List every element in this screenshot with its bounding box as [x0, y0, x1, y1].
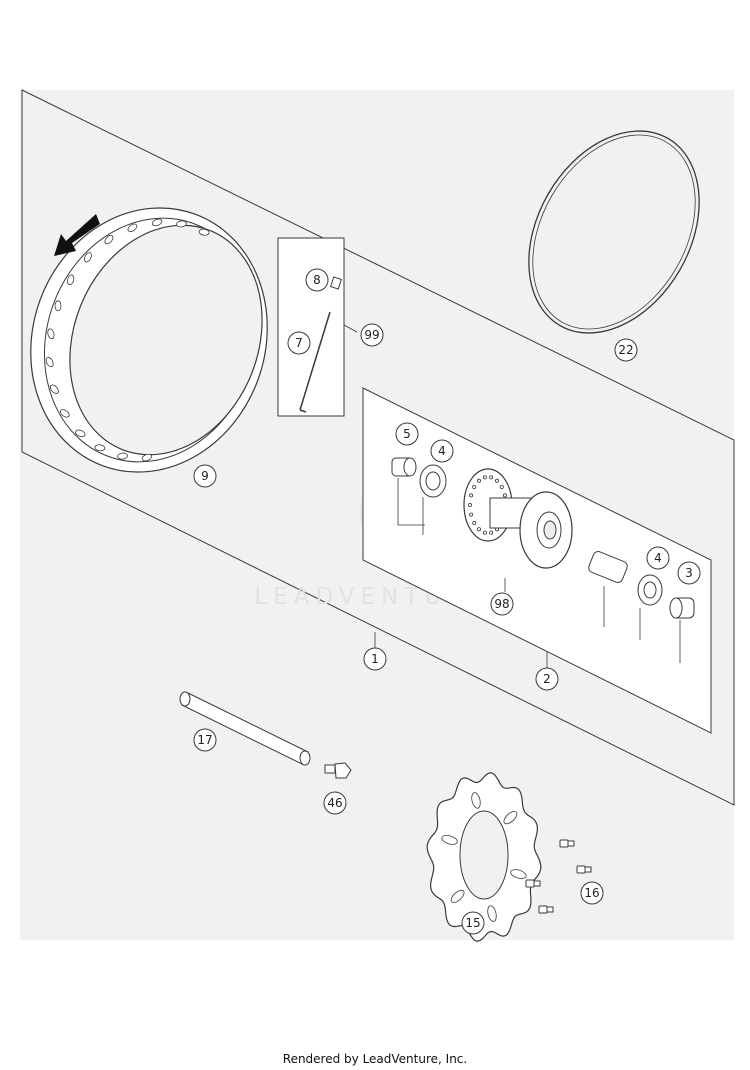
callout-1: 1 [363, 647, 387, 671]
callout-label: 99 [364, 328, 379, 342]
callout-label: 5 [403, 427, 411, 441]
callout-label: 4 [654, 551, 662, 565]
spoke-kit-box [277, 237, 345, 417]
spoke-nipple [330, 276, 342, 290]
bearing-left [419, 464, 447, 498]
axle-nut [324, 762, 352, 779]
callout-8: 8 [305, 268, 329, 292]
callout-label: 4 [438, 444, 446, 458]
rotation-direction-arrow [54, 214, 100, 256]
spacer-right [669, 597, 695, 619]
callout-label: 16 [584, 886, 599, 900]
spacer [391, 457, 417, 477]
bearing-right [637, 574, 663, 606]
callout-2: 2 [535, 667, 559, 691]
callout-label: 17 [197, 733, 212, 747]
callout-label: 22 [618, 343, 633, 357]
wheel-rim [30, 207, 268, 473]
callout-label: 1 [371, 652, 379, 666]
footer-credit: Rendered by LeadVenture, Inc. [282, 1052, 468, 1066]
callout-label: 9 [201, 469, 209, 483]
callout-98: 98 [490, 592, 514, 616]
callout-3: 3 [677, 561, 701, 585]
callout-9: 9 [193, 464, 217, 488]
wheel-axle [179, 691, 311, 766]
spoke [299, 311, 331, 413]
callout-label: 3 [685, 566, 693, 580]
callout-17: 17 [193, 728, 217, 752]
callout-label: 8 [313, 273, 321, 287]
callout-label: 7 [295, 336, 303, 350]
callout-15: 15 [461, 911, 485, 935]
callout-label: 46 [327, 796, 342, 810]
callout-5: 5 [395, 422, 419, 446]
callout-16: 16 [580, 881, 604, 905]
assembly-outline [21, 89, 735, 806]
callout-7: 7 [287, 331, 311, 355]
leader-99 [343, 324, 358, 333]
callout-label: 2 [543, 672, 551, 686]
wheel-hub [463, 468, 573, 569]
callout-label: 15 [465, 916, 480, 930]
rim-band [528, 130, 700, 334]
callout-22: 22 [614, 338, 638, 362]
callout-4a: 4 [430, 439, 454, 463]
callout-99: 99 [360, 323, 384, 347]
callout-46: 46 [323, 791, 347, 815]
callout-label: 98 [494, 597, 509, 611]
hub-leader-lines [374, 478, 681, 668]
distance-sleeve [588, 551, 628, 583]
brake-disc [426, 772, 542, 942]
disc-screws [525, 839, 592, 914]
callout-4b: 4 [646, 546, 670, 570]
